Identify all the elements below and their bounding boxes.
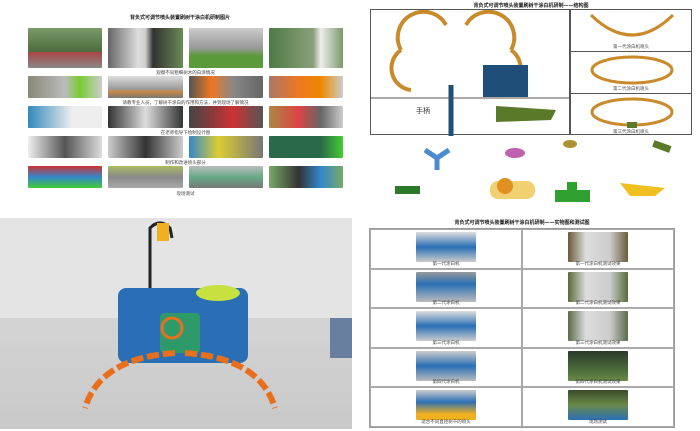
table-cell: 第三代涂白机	[370, 308, 522, 348]
photo-station	[108, 76, 183, 98]
photo-computer	[108, 106, 183, 128]
tank-diagram	[483, 65, 528, 97]
table-cell: 第一代涂白机	[370, 229, 522, 269]
table-cell: 第二代涂白机测试效果	[522, 268, 674, 309]
spray-ring-left	[82, 350, 176, 409]
caption-3: 在老师指导下绘制设计图	[160, 131, 211, 136]
table-cell: 第四代涂白机	[370, 347, 522, 388]
collage-title: 背负式可调节喷头装置刷树干涂白机研制图片	[129, 15, 230, 21]
spray-ring-right	[184, 350, 278, 409]
photo-testing-4	[268, 166, 343, 188]
photo-blackboard	[268, 136, 343, 158]
photo-drawing	[28, 106, 103, 128]
handle-label: 手柄	[416, 107, 430, 115]
photo-interview	[28, 76, 103, 98]
photo-testing-2	[108, 166, 183, 188]
caption-5: 现场测试	[176, 192, 195, 197]
photo-teacher	[188, 106, 263, 128]
tank-cap	[196, 285, 240, 301]
photo-testing-3	[188, 166, 263, 188]
photo-tree-trunk	[108, 28, 183, 68]
photo-making-1	[28, 136, 103, 158]
table-cell: 适合不同直径树干的喷头	[370, 387, 522, 427]
photo-workshop	[268, 106, 343, 128]
caption-1: 观察不同粗细树木的白涂情况	[156, 71, 215, 76]
nozzle-handle	[157, 223, 169, 241]
caption-2: 请教专业人员，了解树干涂白的作用和方法，并到现场了解情况	[122, 101, 249, 106]
research-photo-collage: 背负式可调节喷头装置刷树干涂白机研制图片 观察不同粗细树木的白涂情况 请教专业人…	[10, 8, 350, 208]
test-table: 第一代涂白机 第一代涂白机测试效果 第二代涂白机 第二代涂白机测试效果 第三代涂…	[369, 228, 675, 428]
handle-3d	[496, 106, 556, 122]
photo-workers-meeting	[268, 76, 343, 98]
test-photos-panel: 背负式可调节喷头装置刷树干涂白机研制——实物图和测试图 第一代涂白机 第一代涂白…	[362, 217, 682, 429]
photo-making-3	[188, 136, 263, 158]
structure-diagram-panel: 背负式可调节喷头装置刷树干涂白机研制——结构图 手柄 第一代涂白机喷头 第二代涂…	[365, 0, 697, 210]
sprayer-illustration	[0, 218, 352, 409]
structure-title: 背负式可调节喷头装置刷树干涂白机研制——结构图	[473, 3, 589, 9]
part-renderings	[395, 140, 672, 202]
table-cell: 第四代涂白机测试效果	[522, 347, 674, 388]
photo-making-2	[108, 136, 183, 158]
sprayer-photo	[0, 218, 352, 429]
photo-tree-building	[188, 28, 263, 68]
structure-main-diagram: 手柄	[370, 9, 571, 160]
photo-testing-1	[28, 166, 103, 188]
table-cell: 第三代涂白机测试效果	[522, 308, 674, 348]
table-cell: 现场测试	[522, 387, 674, 427]
table-cell: 第一代涂白机测试效果	[522, 229, 674, 269]
gen1-label: 第一代涂白机喷头	[613, 45, 649, 50]
generation-views: 第一代涂白机喷头 第二代涂白机喷头 第三代涂白机喷头	[570, 9, 692, 135]
photo-workers	[188, 76, 263, 98]
gen2-label: 第二代涂白机喷头	[613, 87, 649, 92]
photo-tree-street	[28, 28, 103, 68]
test-title: 背负式可调节喷头装置刷树干涂白机研制——实物图和测试图	[454, 220, 590, 226]
gen3-label: 第三代涂白机喷头	[613, 130, 649, 135]
caption-4: 制作和改进喷头部分	[165, 161, 206, 166]
table-cell: 第二代涂白机	[370, 268, 522, 309]
photo-tree-bush	[268, 28, 343, 68]
